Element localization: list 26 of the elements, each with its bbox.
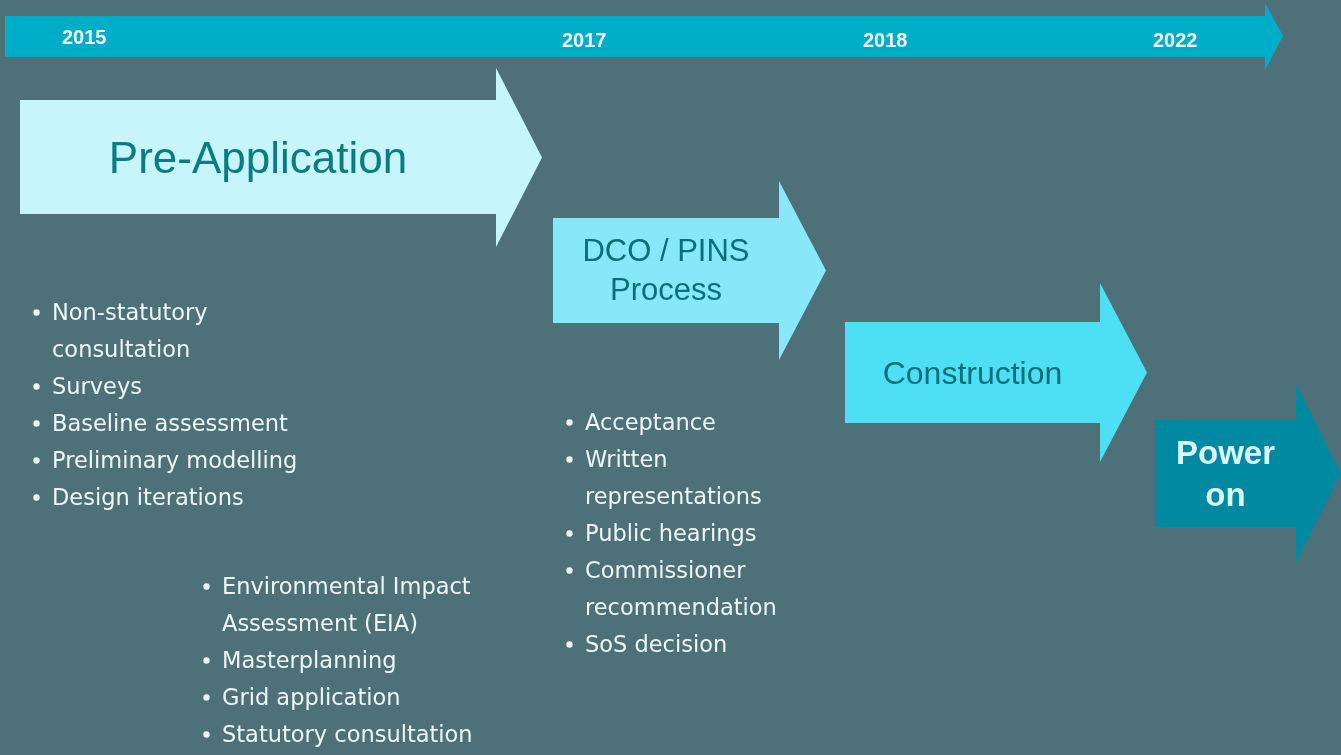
stage-label: Pre-Application <box>108 131 408 184</box>
bullet-point-text: Masterplanning <box>222 647 397 673</box>
bullet-point-text: Non-statutory consultation <box>52 299 208 362</box>
bullet-point-text: Statutory consultation <box>222 721 473 747</box>
year-label: 2015 <box>62 26 107 49</box>
bullet-point-text: Surveys <box>52 373 142 399</box>
bullet-point-text: Design iterations <box>52 484 244 510</box>
bullet-point-text: Grid application <box>222 684 401 710</box>
stage-banner <box>1155 384 1341 563</box>
bullet-point-text: Preliminary modelling <box>52 447 298 473</box>
year-label: 2017 <box>562 29 607 52</box>
year-label: 2018 <box>863 29 908 52</box>
stage-label: Construction <box>882 353 1063 393</box>
stage-banner <box>553 181 826 360</box>
year-label: 2022 <box>1153 29 1198 52</box>
bullet-point-text: SoS decision <box>585 631 728 657</box>
bullet-point-text: Public hearings <box>585 520 757 546</box>
bullet-point-text: Environmental Impact Assessment (EIA) <box>222 573 471 636</box>
bullet-point-text: Baseline assessment <box>52 410 288 436</box>
bullet-point-text: Acceptance <box>585 409 716 435</box>
bullet-point-text: Written representations <box>585 446 762 509</box>
stage-label: DCO / PINS Process <box>581 231 751 309</box>
stage-banner <box>845 283 1147 462</box>
stage-label: Power on <box>1174 433 1276 515</box>
bullet-point-text: Commissioner recommendation <box>585 557 777 620</box>
stage-banner <box>20 68 542 247</box>
